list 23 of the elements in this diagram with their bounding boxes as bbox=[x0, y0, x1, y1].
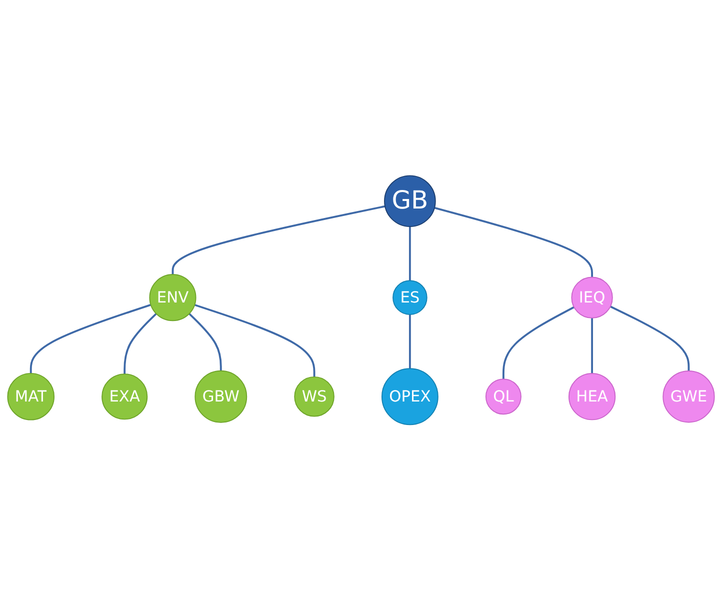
connector bbox=[124, 313, 157, 374]
connector bbox=[434, 207, 593, 278]
node-circle: GBW bbox=[194, 370, 248, 424]
node-circle: OPEX bbox=[381, 368, 438, 426]
connector bbox=[194, 304, 316, 378]
node-circle: EXA bbox=[102, 374, 148, 420]
node-circle: MAT bbox=[7, 373, 55, 421]
connector bbox=[172, 206, 386, 275]
connector bbox=[30, 304, 152, 374]
node-circle: HEA bbox=[568, 373, 616, 421]
connector bbox=[188, 313, 222, 372]
node-circle: WS bbox=[294, 376, 334, 418]
node-circle: IEQ bbox=[571, 277, 613, 319]
node-circle: GB bbox=[384, 176, 436, 228]
connector bbox=[502, 306, 575, 380]
connector bbox=[610, 306, 690, 372]
node-circle: ES bbox=[392, 280, 428, 316]
node-circle: GWE bbox=[662, 370, 715, 424]
connector bbox=[408, 226, 411, 282]
connector bbox=[408, 314, 411, 369]
node-circle: QL bbox=[485, 378, 522, 415]
node-circle: ENV bbox=[149, 274, 196, 322]
connector bbox=[591, 318, 593, 374]
